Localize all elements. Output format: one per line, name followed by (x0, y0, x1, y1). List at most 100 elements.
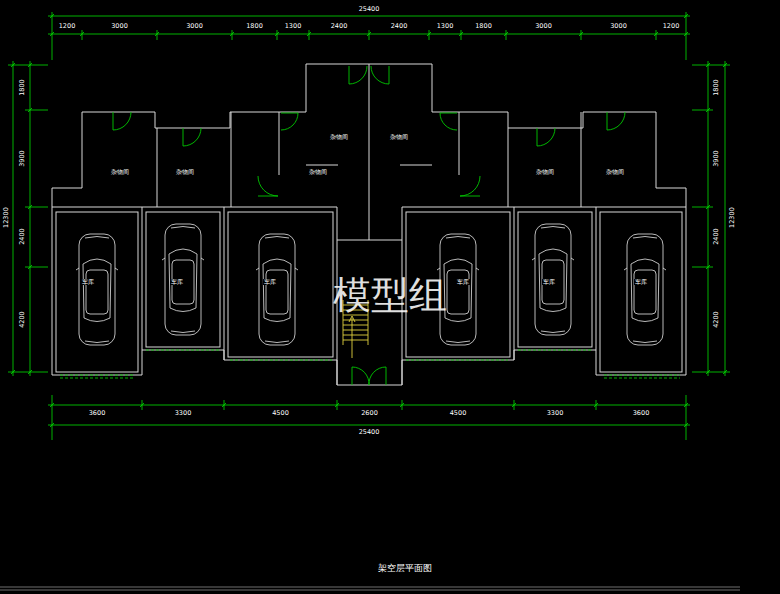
garage-inner-line (146, 212, 220, 347)
car (256, 234, 298, 345)
door-arc (281, 113, 298, 130)
garage-inner-line (56, 212, 138, 372)
dim-tick (50, 14, 688, 36)
room-label: 杂物间 (389, 134, 409, 141)
room-area: 车库 (226, 212, 314, 352)
extension-line (692, 65, 730, 372)
room-label: 车库 (634, 279, 648, 286)
dim-line (708, 61, 725, 376)
dimension-value: 3600 (89, 410, 106, 417)
garage-door-line (230, 360, 332, 361)
room-area: 杂物间 (307, 110, 371, 165)
garage-door-line (406, 360, 508, 361)
room-label: 杂物间 (308, 169, 328, 176)
dimension-value: 12300 (728, 208, 735, 229)
dimension-value: 3000 (111, 23, 128, 30)
garage-door-line (60, 375, 134, 378)
room-area: 车库 (54, 212, 122, 352)
room-area: 杂物间 (280, 130, 356, 214)
door-arc (183, 128, 201, 146)
room-area: 杂物间 (82, 130, 157, 214)
dimension-value: 1300 (285, 23, 302, 30)
garage-inner-line (600, 212, 682, 372)
dimension-value: 1800 (712, 79, 719, 96)
car (76, 234, 118, 345)
room-area: 杂物间 (156, 130, 214, 214)
extension-line (8, 65, 48, 372)
garage-door-line (518, 350, 592, 351)
dimension-value: 1800 (475, 23, 492, 30)
dimension-value: 3300 (175, 410, 192, 417)
dimension-value: 3300 (547, 410, 564, 417)
dim-line (13, 61, 30, 376)
dimension-value: 1200 (663, 23, 680, 30)
dimension-value: 1800 (246, 23, 263, 30)
extension-line (52, 395, 686, 440)
door-arc (607, 112, 625, 130)
dimension-value: 1200 (59, 23, 76, 30)
dimension-value: 1300 (437, 23, 454, 30)
dimension-value: 4200 (712, 311, 719, 328)
garage-door-line (604, 375, 680, 378)
room-label: 杂物间 (605, 169, 625, 176)
room-area: 车库 (516, 212, 582, 352)
door-arc (537, 128, 555, 146)
dimension-value: 25400 (359, 429, 380, 436)
room-label: 车库 (542, 279, 556, 286)
dim-tick (50, 403, 688, 427)
room-label: 车库 (263, 279, 277, 286)
garage-inner-line (518, 212, 592, 347)
sheet-border (0, 587, 740, 590)
dimension-value: 1800 (18, 79, 25, 96)
dimension-value: 4500 (450, 410, 467, 417)
room-label: 车库 (170, 279, 184, 286)
dimension-value: 2400 (331, 23, 348, 30)
room-label: 杂物间 (110, 169, 130, 176)
stair-arrow (349, 316, 355, 358)
door-arc (371, 66, 389, 84)
dimension-value: 2400 (391, 23, 408, 30)
room-area: 车库 (598, 212, 684, 352)
storage-wall (157, 64, 581, 240)
car (162, 224, 204, 335)
car (532, 224, 574, 335)
room-area: 车库 (144, 212, 210, 352)
garage-doors (60, 350, 680, 378)
dimension-value: 2400 (712, 229, 719, 246)
dimension-value: 2600 (361, 410, 378, 417)
room-label: 杂物间 (329, 134, 349, 141)
door-swings (113, 66, 625, 385)
door-arc (349, 66, 367, 84)
dimension-value: 12300 (2, 208, 9, 229)
door-arc (258, 176, 278, 196)
dimension-value: 25400 (359, 6, 380, 13)
room-area: 杂物间 (367, 110, 431, 165)
room-area: 杂物间 (508, 130, 582, 214)
door-arc (440, 113, 457, 130)
dimension-value: 3600 (633, 410, 650, 417)
room-area: 杂物间 (582, 130, 648, 214)
door-arc (460, 176, 480, 196)
door-arc (113, 112, 131, 130)
drawing-caption: 架空层平面图 (378, 564, 432, 574)
dimension-value: 4200 (18, 311, 25, 328)
room-label: 车库 (456, 279, 470, 286)
cars (76, 224, 666, 345)
dimension-lines (8, 12, 730, 440)
dimension-value: 3900 (712, 150, 719, 167)
inner-wall (306, 165, 432, 240)
outer-wall (52, 64, 686, 385)
dimension-value: 3900 (18, 150, 25, 167)
dimension-value: 3000 (610, 23, 627, 30)
room-label: 车库 (81, 279, 95, 286)
walls (52, 64, 686, 385)
extension-line (52, 12, 686, 60)
dimension-value: 4500 (272, 410, 289, 417)
dim-tick (706, 63, 727, 374)
room-label: 杂物间 (175, 169, 195, 176)
dimension-value: 3000 (186, 23, 203, 30)
car (624, 234, 666, 345)
dim-line (48, 405, 690, 425)
